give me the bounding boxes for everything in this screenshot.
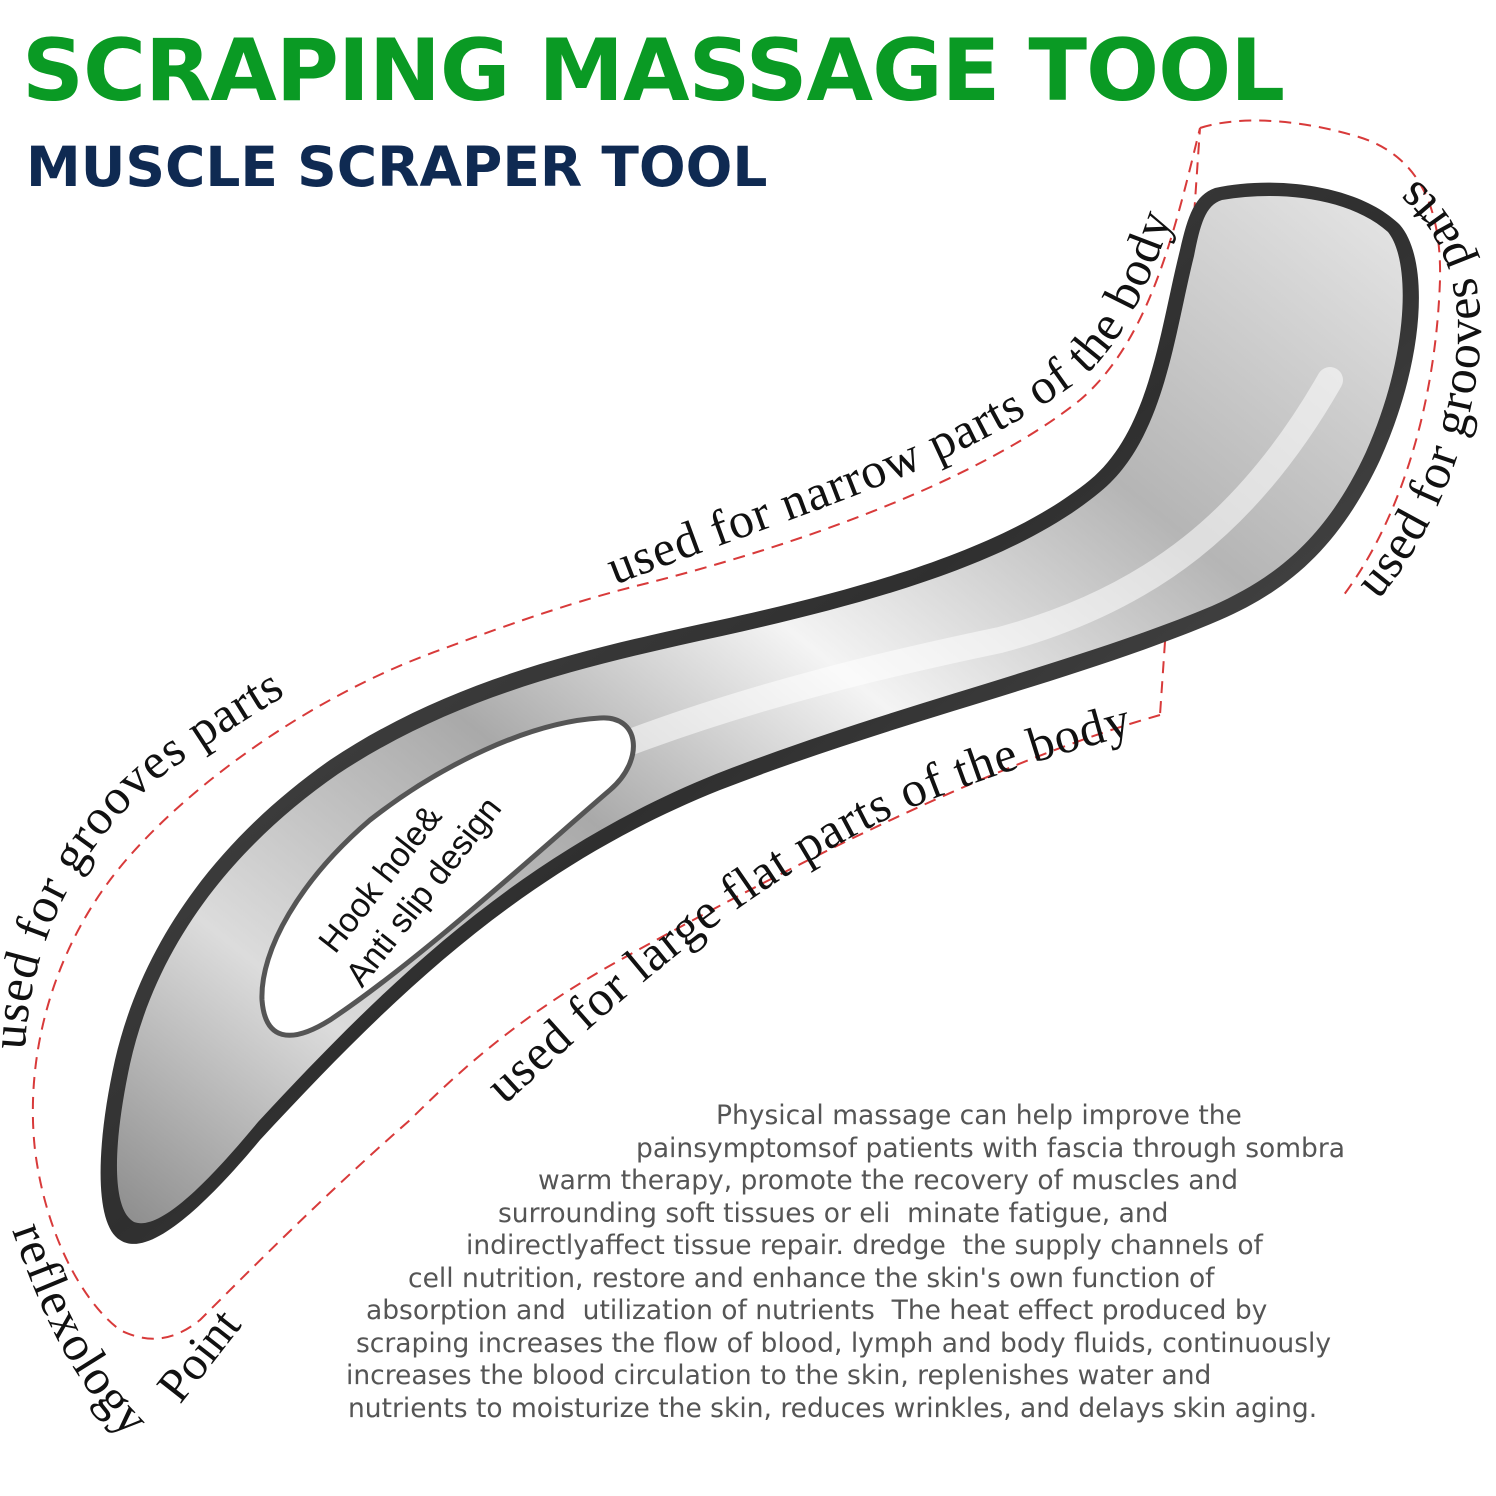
- description-line: nutrients to moisturize the skin, reduce…: [348, 1392, 1318, 1424]
- page-title: SCRAPING MASSAGE TOOL: [22, 21, 1285, 121]
- annotation-reflexology-text: reflexology: [2, 1215, 161, 1446]
- description-line: warm therapy, promote the recovery of mu…: [538, 1165, 1239, 1196]
- hook-hole: [259, 715, 636, 1038]
- annotation-point: Point: [147, 1299, 252, 1412]
- description-line: scraping increases the flow of blood, ly…: [356, 1327, 1332, 1359]
- page-subtitle: MUSCLE SCRAPER TOOL: [26, 135, 768, 199]
- dashed-outline: [31, 119, 1442, 1340]
- description-line: increases the blood circulation to the s…: [346, 1360, 1212, 1391]
- description-line: surrounding soft tissues or eli minate f…: [498, 1197, 1169, 1229]
- annotation-reflexology: reflexology: [2, 1215, 162, 1446]
- description-line: indirectlyaffect tissue repair. dredge t…: [466, 1230, 1263, 1261]
- description-line: painsymptomsof patients with fascia thro…: [636, 1132, 1346, 1164]
- description-line: cell nutrition, restore and enhance the …: [408, 1262, 1215, 1294]
- description-line: absorption and utilization of nutrients …: [366, 1295, 1268, 1326]
- description-line: Physical massage can help improve the: [716, 1100, 1242, 1131]
